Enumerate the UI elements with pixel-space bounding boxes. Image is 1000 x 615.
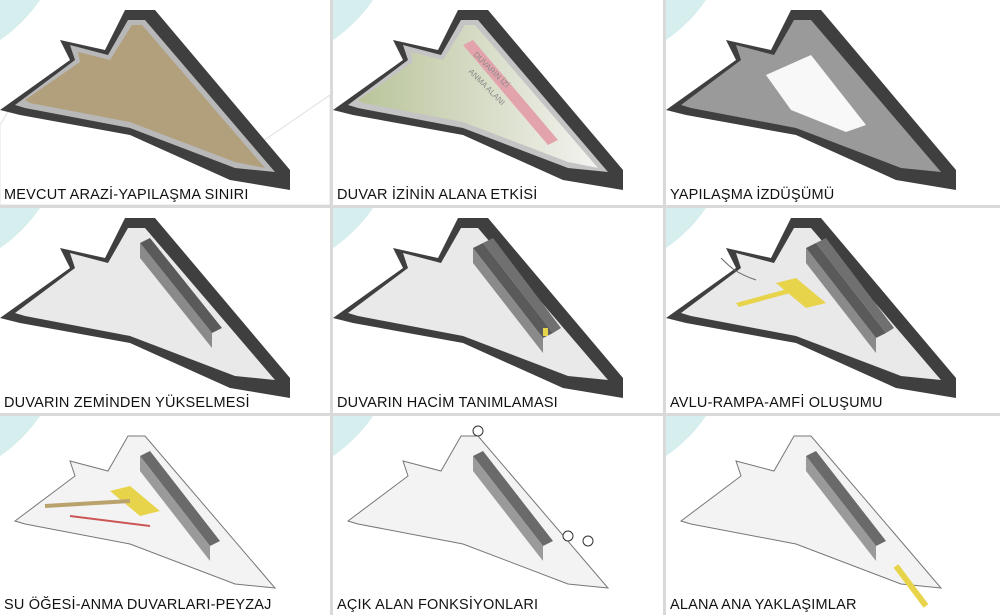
panel-caption: SU ÖĞESİ-ANMA DUVARLARI-PEYZAJ — [3, 597, 275, 614]
panel-caption: DUVARIN HACİM TANIMLAMASI — [336, 395, 561, 412]
panel-wall-trace: DUVARIN İZİ ANMA ALANI DUVAR İZİNİN ALAN… — [333, 0, 663, 205]
projection-drawing — [666, 0, 956, 190]
panel-projection: YAPILAŞMA İZDÜŞÜMÜ — [666, 0, 1000, 205]
panel-caption: DUVARIN ZEMİNDEN YÜKSELMESİ — [3, 395, 253, 412]
volume-drawing — [333, 208, 623, 398]
panel-caption: AVLU-RAMPA-AMFİ OLUŞUMU — [669, 395, 886, 412]
panel-site-boundary: MEVCUT ARAZİ-YAPILAŞMA SINIRI — [0, 0, 330, 205]
site-boundary-drawing — [0, 0, 330, 205]
panel-wall-rise: DUVARIN ZEMİNDEN YÜKSELMESİ — [0, 208, 330, 413]
landscape-drawing — [0, 416, 277, 589]
courtyard-drawing — [666, 208, 956, 398]
panel-caption: MEVCUT ARAZİ-YAPILAŞMA SINIRI — [3, 187, 252, 204]
panel-caption: DUVAR İZİNİN ALANA ETKİSİ — [336, 187, 541, 204]
panel-caption: YAPILAŞMA İZDÜŞÜMÜ — [669, 187, 838, 204]
wall-trace-drawing: DUVARIN İZİ ANMA ALANI — [333, 0, 623, 190]
panel-approaches: ALANA ANA YAKLAŞIMLAR — [666, 416, 1000, 615]
panel-caption: ALANA ANA YAKLAŞIMLAR — [669, 597, 860, 614]
panel-courtyard: AVLU-RAMPA-AMFİ OLUŞUMU — [666, 208, 1000, 413]
approaches-drawing — [666, 416, 943, 608]
wall-rise-drawing — [0, 208, 290, 398]
panel-volume: DUVARIN HACİM TANIMLAMASI — [333, 208, 663, 413]
panel-functions: AÇIK ALAN FONKSİYONLARI — [333, 416, 663, 615]
panel-caption: AÇIK ALAN FONKSİYONLARI — [336, 597, 542, 614]
functions-drawing — [333, 416, 610, 589]
panel-landscape: SU ÖĞESİ-ANMA DUVARLARI-PEYZAJ — [0, 416, 330, 615]
